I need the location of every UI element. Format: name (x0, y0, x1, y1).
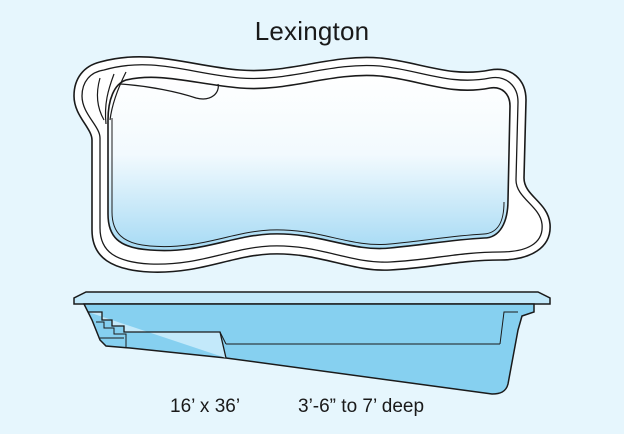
pool-side-rim (73, 291, 551, 305)
pool-side-bench (219, 311, 518, 345)
pool-title: Lexington (254, 16, 370, 46)
pool-coping-inner (81, 64, 543, 265)
pool-side-steps (88, 311, 227, 359)
pool-top-view (73, 56, 551, 273)
pool-side-view (73, 291, 551, 395)
pool-depth-label: 3’-6” to 7’ deep (298, 396, 425, 417)
pool-size-label: 16’ x 36’ (170, 396, 241, 417)
pool-bench-line (111, 118, 505, 248)
pool-water-surface (107, 74, 511, 252)
pool-entry-steps-top (96, 71, 219, 125)
pool-side-shell (82, 303, 535, 395)
